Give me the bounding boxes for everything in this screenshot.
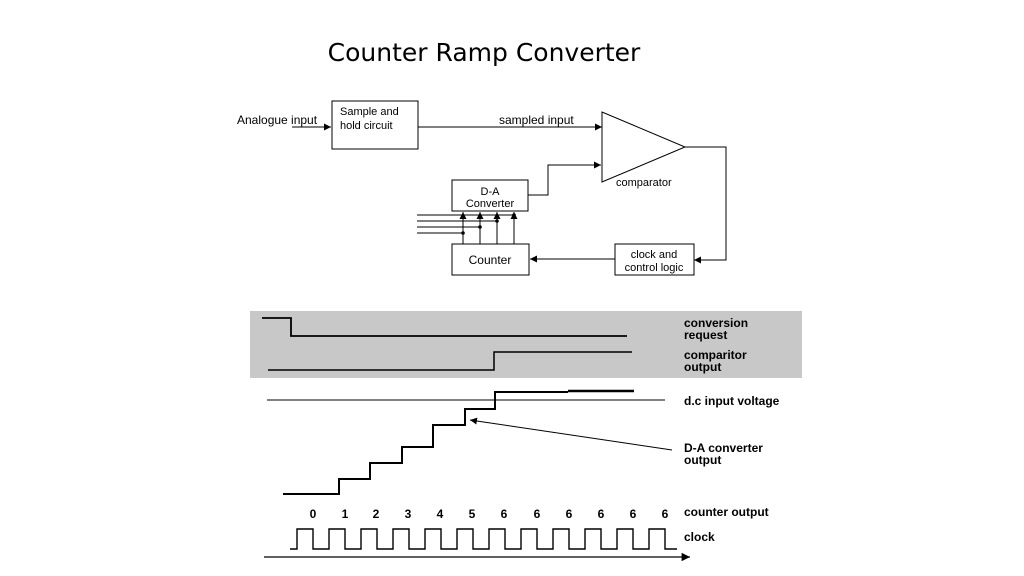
- dac-to-comparator-arrow: [528, 161, 601, 196]
- counter-box: [451, 243, 530, 276]
- clock-logic-label-2: control logic: [625, 262, 684, 274]
- comparator-triangle: [601, 111, 687, 183]
- dac-output-label-1: D-A converter: [684, 441, 763, 455]
- block-diagram: [292, 100, 727, 276]
- dac-output-pointer: [469, 417, 673, 451]
- counter-label: Counter: [469, 253, 512, 267]
- counter-output-label: counter output: [684, 505, 769, 519]
- counter-value: 0: [310, 507, 317, 521]
- sampled-input-label: sampled input: [499, 113, 574, 127]
- dac-output-label-2: output: [684, 453, 721, 467]
- page-title: Counter Ramp Converter: [327, 38, 641, 67]
- analogue-input-label: Analogue input: [237, 113, 318, 127]
- counter-value: 1: [342, 507, 349, 521]
- dac-label-2: Converter: [466, 198, 515, 210]
- counter-value: 6: [566, 507, 573, 521]
- counter-value: 6: [501, 507, 508, 521]
- conversion-request-label-2: request: [684, 328, 727, 342]
- timing-waveforms: [262, 317, 690, 562]
- clock-waveform: [290, 528, 677, 550]
- comparator-output-label-1: comparitor: [684, 348, 747, 362]
- counter-value: 4: [437, 507, 444, 521]
- sample-hold-box: [331, 100, 419, 150]
- timing-labels: conversion request comparitor output d.c…: [684, 316, 780, 544]
- sample-hold-label-2: hold circuit: [340, 120, 393, 132]
- counter-value: 5: [469, 507, 476, 521]
- clock-label: clock: [684, 530, 715, 544]
- counter-values: 0 1 2 3 4 5 6 6 6 6 6 6: [310, 507, 669, 521]
- counter-value: 6: [662, 507, 669, 521]
- sample-hold-label-1: Sample and: [340, 106, 399, 118]
- comparator-label: comparator: [616, 177, 672, 189]
- comparator-output-line: [685, 146, 727, 264]
- counter-value: 6: [630, 507, 637, 521]
- comparator-output-waveform: [268, 351, 632, 371]
- dc-input-label: d.c input voltage: [684, 394, 780, 408]
- comparator-output-label-2: output: [684, 360, 721, 374]
- clock-logic-label-1: clock and: [631, 249, 677, 261]
- conversion-request-label-1: conversion: [684, 316, 748, 330]
- counter-value: 6: [534, 507, 541, 521]
- clock-logic-box: [614, 243, 695, 276]
- dac-box: [451, 179, 529, 212]
- shaded-band: [250, 311, 802, 378]
- counter-value: 2: [373, 507, 380, 521]
- tap-dots: [461, 213, 516, 235]
- dac-staircase: [283, 391, 568, 495]
- conversion-request-waveform: [262, 317, 627, 337]
- counter-value: 6: [598, 507, 605, 521]
- dac-label-1: D-A: [481, 186, 501, 198]
- counter-value: 3: [405, 507, 412, 521]
